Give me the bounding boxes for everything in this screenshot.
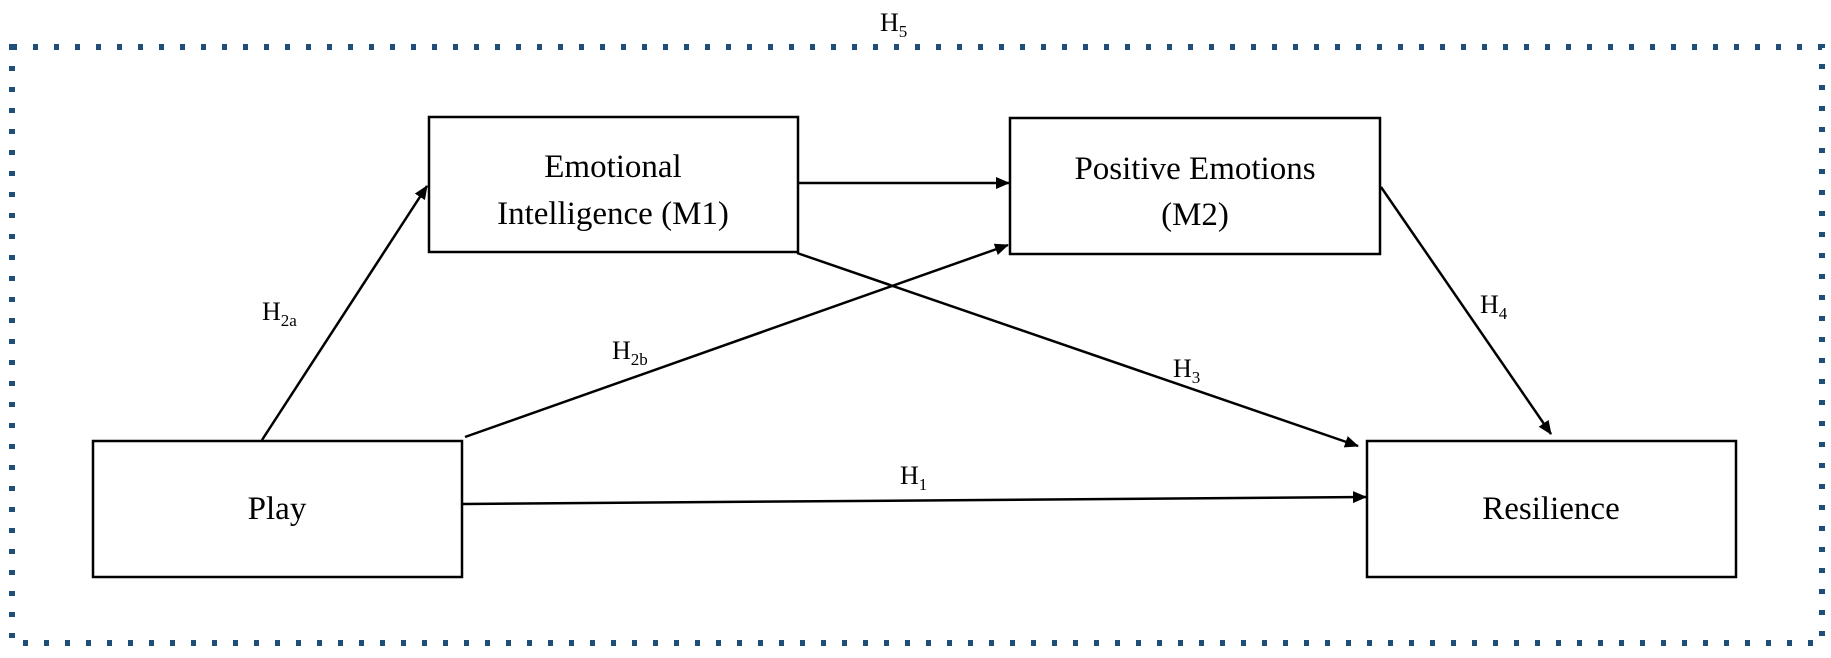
- node-resilience: Resilience: [1365, 439, 1738, 579]
- node-emotional-intelligence: Emotional Intelligence (M1): [427, 115, 800, 254]
- label-h3: H3: [1173, 354, 1200, 387]
- label-h4: H4: [1480, 290, 1508, 323]
- label-h4-sub: 4: [1499, 304, 1508, 323]
- node-resilience-label: Resilience: [1482, 491, 1619, 527]
- arrow-h3: [796, 251, 1359, 448]
- label-h1-sub: 1: [919, 475, 928, 494]
- node-emotional-intelligence-box: [427, 115, 800, 254]
- label-h1-main: H: [900, 461, 919, 490]
- node-resilience-box: [1365, 439, 1738, 579]
- arrow-h2b: [464, 243, 1009, 439]
- label-h2a-sub: 2a: [281, 311, 298, 330]
- mediation-frame: [9, 44, 1825, 646]
- label-h3-sub: 3: [1192, 368, 1201, 387]
- frame-label-h5: H5: [880, 8, 907, 41]
- node-positive-emotions-label-line-2: (M2): [1161, 197, 1229, 233]
- node-emotional-intelligence-label-line-1: Emotional: [544, 149, 681, 185]
- frame-label-main: H: [880, 8, 899, 37]
- arrow-h4: [1379, 186, 1553, 435]
- arrow-h2a: [260, 185, 429, 441]
- node-positive-emotions-box: [1008, 116, 1382, 256]
- node-play-label: Play: [248, 491, 307, 527]
- label-h2b-main: H: [612, 336, 631, 365]
- label-h4-main: H: [1480, 290, 1499, 319]
- node-positive-emotions: Positive Emotions (M2): [1008, 116, 1382, 256]
- node-positive-emotions-label-line-1: Positive Emotions: [1074, 151, 1315, 187]
- node-emotional-intelligence-label-line-2: Intelligence (M1): [497, 196, 729, 232]
- label-h2b: H2b: [612, 336, 648, 369]
- node-play-box: [91, 439, 464, 579]
- label-h1: H1: [900, 461, 927, 494]
- label-h2a-main: H: [262, 297, 281, 326]
- node-play: Play: [91, 439, 464, 579]
- arrow-h1: [462, 491, 1367, 506]
- label-h2b-sub: 2b: [631, 350, 648, 369]
- label-h2a: H2a: [262, 297, 297, 330]
- label-h3-main: H: [1173, 354, 1192, 383]
- frame-label-sub: 5: [899, 22, 908, 41]
